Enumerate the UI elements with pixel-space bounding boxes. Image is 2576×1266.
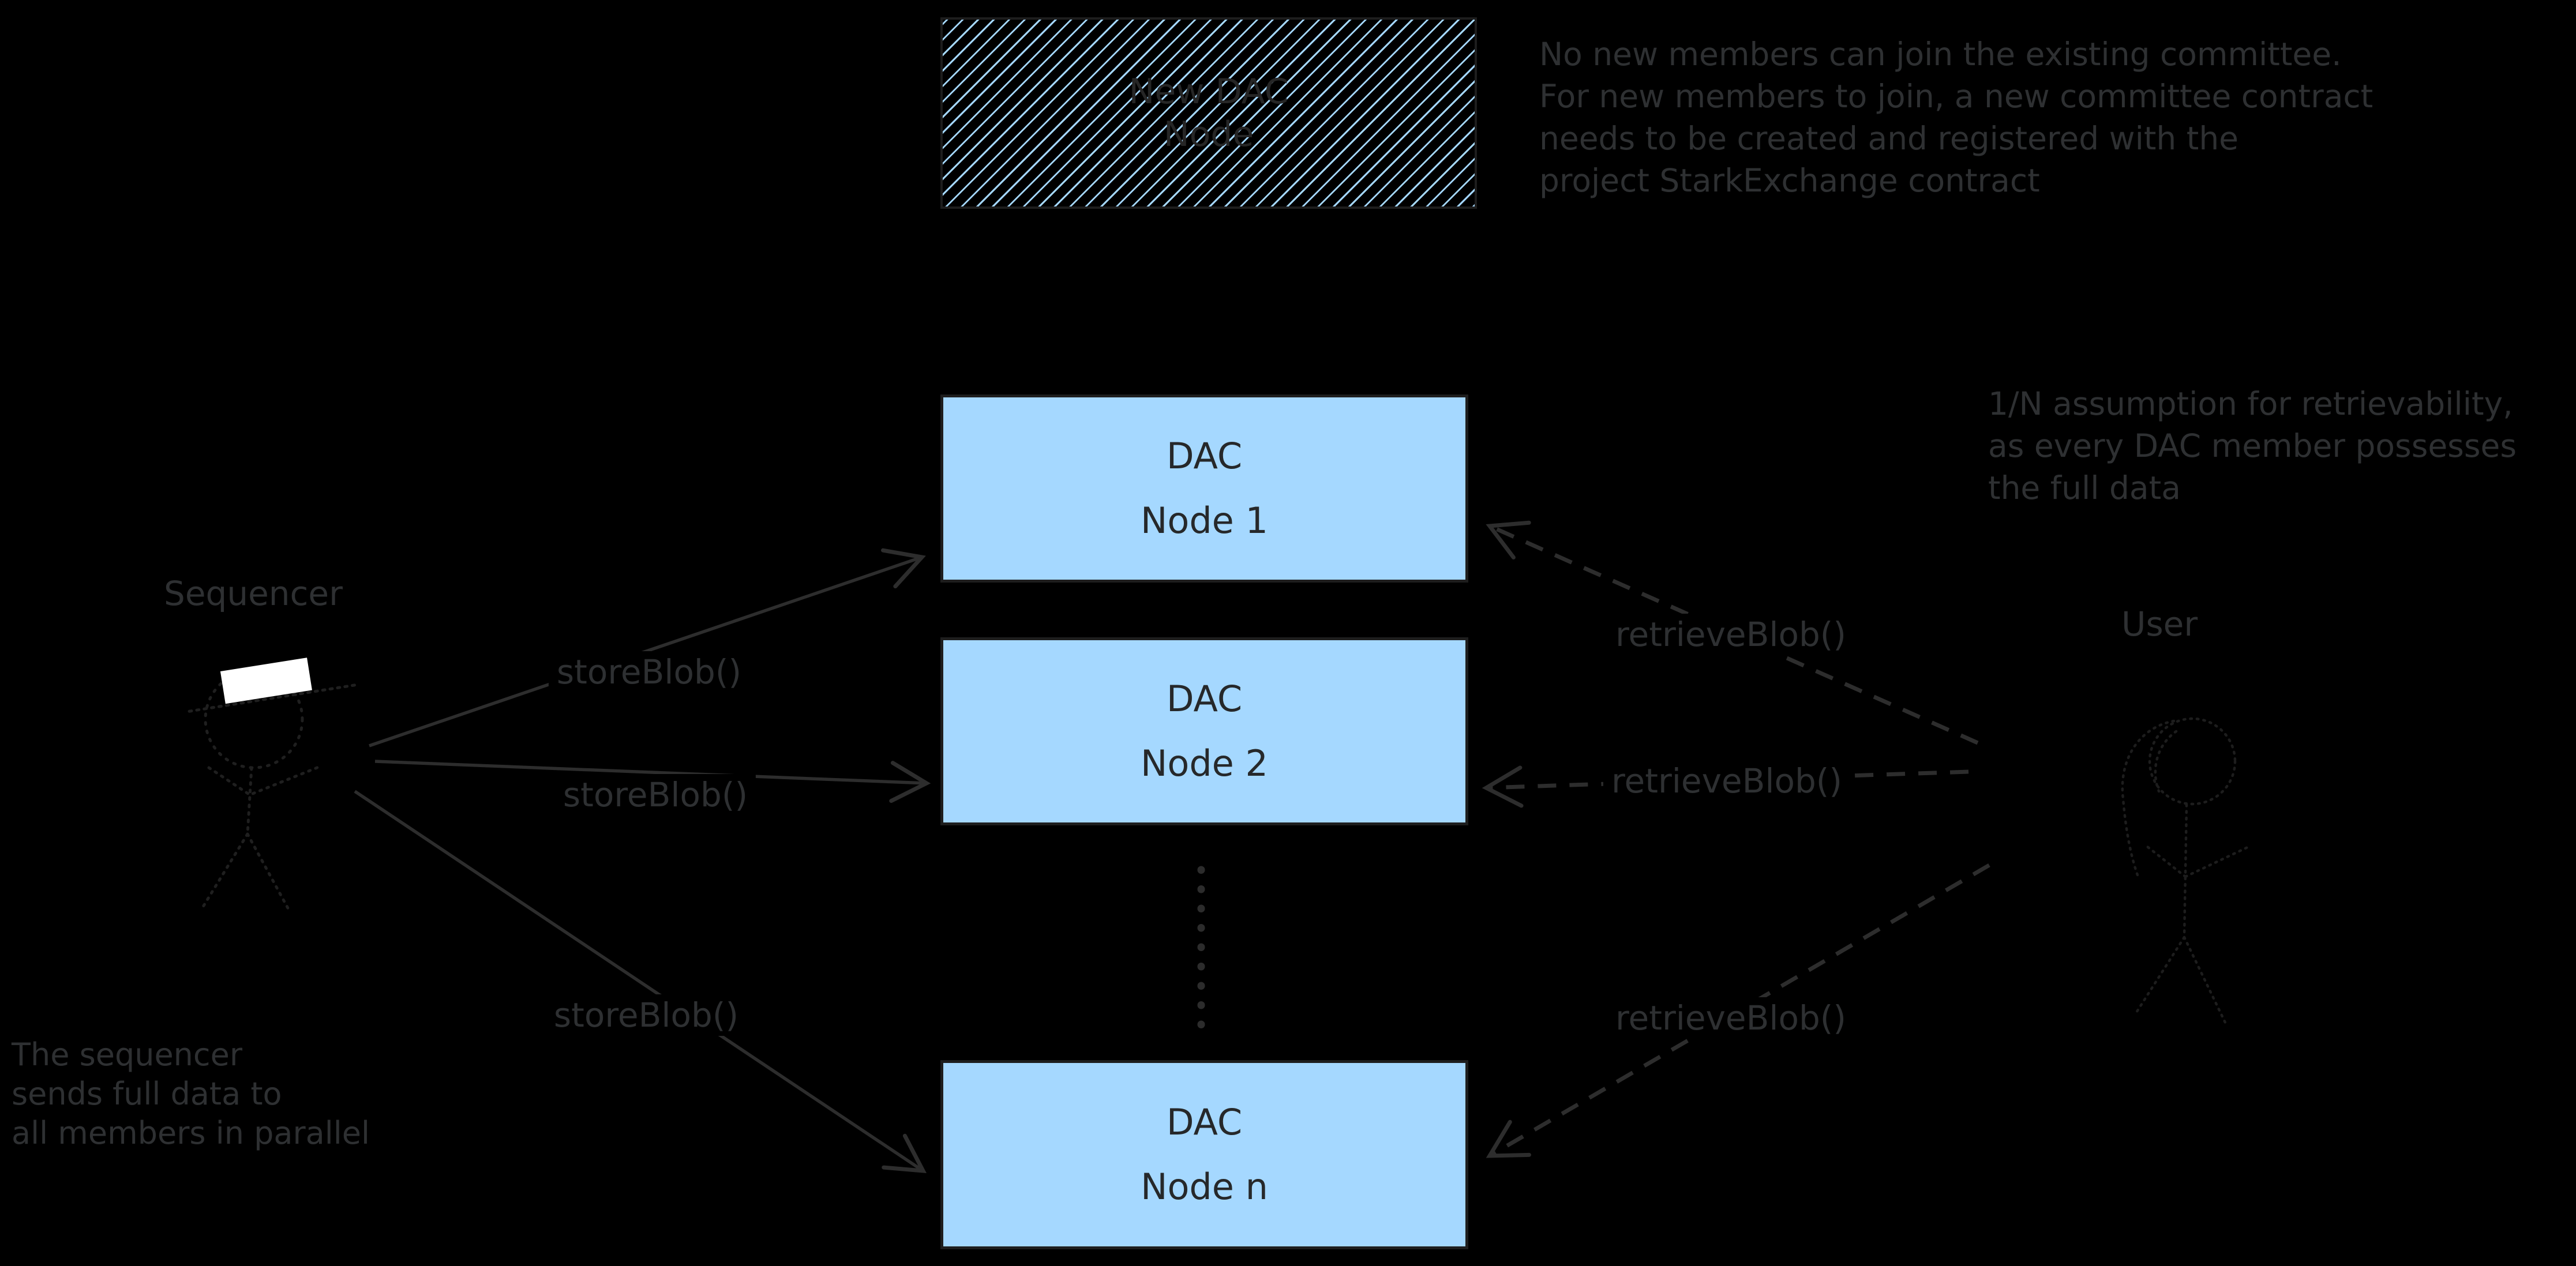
new-dac-node-label-line2: Node [1163,114,1254,155]
sequencer-hat-top [220,658,312,704]
retrieve-blob-label-2: retrieveBlob() [1603,760,1851,802]
sequencer-arms [207,765,320,797]
dac-node-n-label-line1: DAC [1166,1101,1243,1143]
user-figure [2121,717,2252,1025]
sequencer-label: Sequencer [164,574,343,613]
retrieve-blob-label-1: retrieveBlob() [1607,614,1855,655]
committee-note: No new members can join the existing com… [1539,33,2373,202]
sequencer-note-line3: all members in parallel [12,1115,370,1151]
user-arms [2146,844,2252,878]
store-blob-label-2: storeBlob() [554,774,756,816]
sequencer-legs [201,832,291,913]
dac-node-n-box: DAC Node n [940,1060,1468,1249]
new-dac-node-label-line1: New DAC [1128,72,1289,112]
dac-node-2-label-line1: DAC [1166,678,1243,720]
committee-note-line3: needs to be created and registered with … [1539,120,2239,157]
dac-node-n-label-line2: Node n [1141,1166,1268,1208]
sequencer-note: The sequencer sends full data to all mem… [12,1035,370,1153]
new-dac-node-box: New DAC Node [940,17,1477,209]
store-arrow-3 [354,790,927,1174]
dac-node-1-label-line1: DAC [1166,435,1243,477]
store-blob-label-3: storeBlob() [545,994,747,1036]
dac-node-2-box: DAC Node 2 [940,637,1468,825]
committee-note-line1: No new members can join the existing com… [1539,36,2342,73]
committee-note-line2: For new members to join, a new committee… [1539,78,2373,115]
sequencer-body [246,766,253,836]
store-blob-label-1: storeBlob() [548,651,750,693]
retrievability-note-line2: as every DAC member possesses [1988,427,2517,464]
user-head [2148,717,2237,806]
dac-node-1-label-line2: Node 1 [1141,499,1268,542]
retrieve-blob-label-3: retrieveBlob() [1607,997,1855,1039]
user-legs [2133,936,2228,1025]
sequencer-hat [188,658,357,713]
retrieve-arrow-2 [1482,765,1969,808]
user-label: User [2121,604,2198,644]
user-body [2183,803,2188,939]
retrievability-note-line3: the full data [1988,469,2181,506]
retrievability-note: 1/N assumption for retrievability, as ev… [1988,383,2517,509]
sequencer-note-line1: The sequencer [12,1036,243,1073]
dac-node-1-box: DAC Node 1 [940,395,1468,583]
sequencer-note-line2: sends full data to [12,1076,282,1112]
user-hair [2121,719,2178,878]
dac-node-2-label-line2: Node 2 [1141,742,1268,784]
retrievability-note-line1: 1/N assumption for retrievability, [1988,385,2513,422]
store-arrow-2 [374,760,931,803]
committee-note-line4: project StarkExchange contract [1539,162,2040,199]
sequencer-figure [188,658,357,913]
